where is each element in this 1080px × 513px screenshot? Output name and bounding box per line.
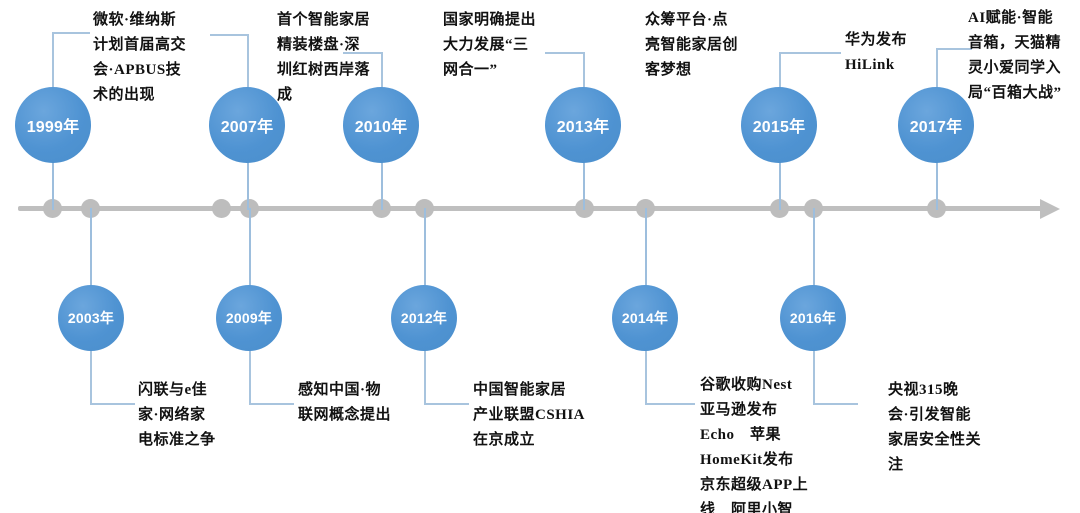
stem-2014 — [645, 208, 647, 298]
elbow-h-2016 — [813, 403, 858, 405]
elbow-h-2003 — [90, 403, 135, 405]
year-label-1999: 1999年 — [26, 119, 80, 136]
year-bubble-2013[interactable]: 2013年 — [545, 87, 621, 163]
caption-2014: 谷歌收购Nest 亚马逊发布 Echo 苹果 HomeKit发布 京东超级APP… — [700, 377, 809, 513]
elbow-v-2007 — [247, 34, 249, 92]
stem-1999 — [52, 120, 54, 210]
year-label-2014: 2014年 — [621, 310, 669, 326]
year-bubble-2007[interactable]: 2007年 — [209, 87, 285, 163]
year-label-2003: 2003年 — [67, 310, 115, 326]
year-label-2007: 2007年 — [220, 119, 274, 136]
year-label-2017: 2017年 — [909, 119, 963, 136]
year-bubble-2010[interactable]: 2010年 — [343, 87, 419, 163]
timeline-axis — [18, 206, 1046, 211]
timeline-arrow-icon — [1040, 199, 1060, 219]
stem-2007 — [247, 120, 249, 210]
elbow-v-2014 — [645, 338, 647, 404]
elbow-v-2009 — [249, 338, 251, 404]
year-label-2009: 2009年 — [225, 310, 273, 326]
year-bubble-2009[interactable]: 2009年 — [216, 285, 282, 351]
year-bubble-2012[interactable]: 2012年 — [391, 285, 457, 351]
elbow-h-1999 — [52, 32, 90, 34]
stem-2013 — [583, 120, 585, 210]
elbow-v-1999 — [52, 32, 54, 90]
caption-2015: 华为发布 HiLink — [845, 32, 908, 73]
year-bubble-2016[interactable]: 2016年 — [780, 285, 846, 351]
stem-2012 — [424, 208, 426, 298]
elbow-h-2014 — [645, 403, 695, 405]
year-label-2016: 2016年 — [789, 310, 837, 326]
caption-2009: 感知中国·物 联网概念提出 — [298, 382, 392, 423]
stem-2003 — [90, 208, 92, 298]
stem-2010 — [381, 120, 383, 210]
caption-2003: 闪联与e佳 家·网络家 电标准之争 — [138, 382, 216, 448]
year-label-2015: 2015年 — [752, 119, 806, 136]
elbow-h-2017 — [936, 48, 972, 50]
stem-2009 — [249, 208, 251, 298]
elbow-h-2012 — [424, 403, 469, 405]
caption-2007: 首个智能家居 精装楼盘·深 圳红树西岸落 成 — [277, 12, 371, 103]
elbow-v-2013 — [583, 52, 585, 94]
year-bubble-2003[interactable]: 2003年 — [58, 285, 124, 351]
elbow-v-2010 — [381, 52, 383, 94]
elbow-v-2012 — [424, 338, 426, 404]
caption-2012: 中国智能家居 产业联盟CSHIA 在京成立 — [473, 382, 586, 448]
caption-2010: 国家明确提出 大力发展“三 网合一” — [443, 12, 537, 78]
year-label-2013: 2013年 — [556, 119, 610, 136]
elbow-v-2015 — [779, 52, 781, 94]
elbow-h-2007 — [210, 34, 248, 36]
year-label-2010: 2010年 — [354, 119, 408, 136]
caption-2016: 央视315晚 会·引发智能 家居安全性关 注 — [888, 382, 982, 473]
year-label-2012: 2012年 — [400, 310, 448, 326]
caption-2017: AI赋能·智能 音箱，天猫精 灵小爱同学入 局“百箱大战” — [968, 10, 1062, 101]
elbow-v-2003 — [90, 338, 92, 404]
elbow-v-2017 — [936, 48, 938, 94]
year-bubble-2014[interactable]: 2014年 — [612, 285, 678, 351]
caption-1999: 微软·维纳斯 计划首届高交 会·APBUS技 术的出现 — [93, 12, 187, 103]
elbow-h-2013 — [545, 52, 585, 54]
stem-2015 — [779, 120, 781, 210]
elbow-h-2015 — [779, 52, 841, 54]
elbow-v-2016 — [813, 338, 815, 404]
year-bubble-1999[interactable]: 1999年 — [15, 87, 91, 163]
stem-2016 — [813, 208, 815, 298]
elbow-h-2010 — [343, 52, 383, 54]
year-bubble-2015[interactable]: 2015年 — [741, 87, 817, 163]
year-bubble-2017[interactable]: 2017年 — [898, 87, 974, 163]
elbow-h-2009 — [249, 403, 294, 405]
caption-2013: 众筹平台·点 亮智能家居创 客梦想 — [645, 12, 739, 78]
stem-2017 — [936, 120, 938, 210]
axis-dot-2007 — [212, 199, 231, 218]
